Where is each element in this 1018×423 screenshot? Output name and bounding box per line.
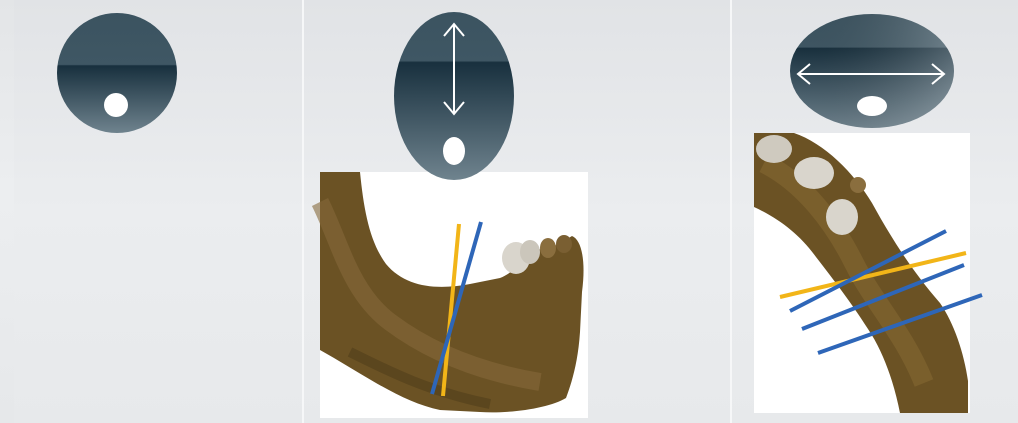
tooth — [556, 235, 572, 253]
tooth — [850, 177, 866, 193]
panel-reference — [14, 0, 302, 423]
reference-circle-icon — [54, 10, 184, 140]
white-dot — [104, 93, 128, 117]
mandible-top-view — [754, 133, 970, 413]
panel-horizontal-stretch — [732, 0, 1018, 423]
tooth — [826, 199, 858, 235]
tooth — [520, 240, 540, 264]
mandible-side-view — [320, 172, 588, 418]
vertical-oval-icon — [392, 10, 516, 182]
tooth — [756, 135, 792, 163]
horizontal-oval-icon — [788, 12, 958, 130]
tooth — [540, 238, 556, 258]
panel-vertical-stretch — [304, 0, 730, 423]
white-dot — [857, 96, 887, 116]
tooth — [794, 157, 834, 189]
white-dot — [443, 137, 465, 165]
